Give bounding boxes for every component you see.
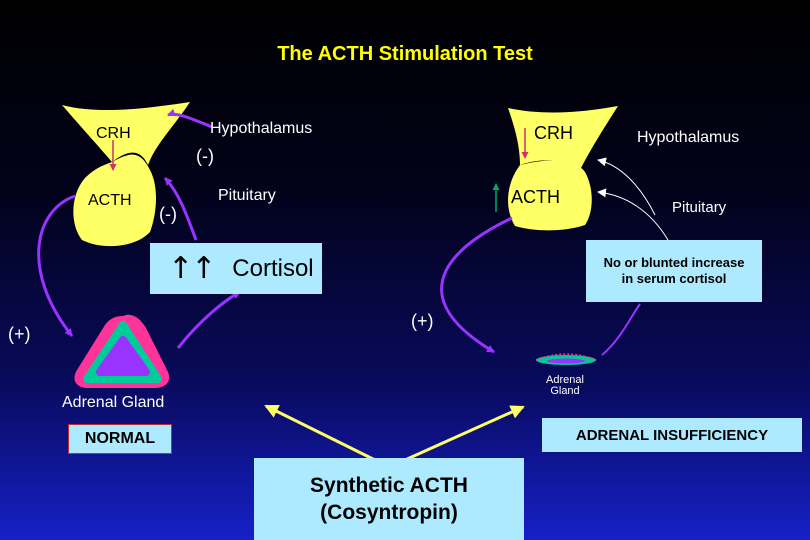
normal-adrenal-inner [96, 336, 150, 376]
cortisol-increase-arrows: ↑↑ [168, 251, 216, 286]
normal-stimulus-label: (+) [8, 324, 31, 344]
insuff-feedback-top-arrow [597, 157, 656, 216]
normal-adrenal-to-cortisol-arrow [176, 290, 241, 349]
insuff-acth-to-adrenal-arrow [440, 216, 513, 354]
normal-label-box: NORMAL [68, 424, 172, 454]
drug-to-normal-arrow [264, 404, 376, 462]
normal-crh-label: CRH [96, 125, 131, 142]
normal-feedback-bottom-label: (-) [159, 204, 177, 224]
insuff-pituitary-shape [508, 160, 592, 231]
normal-pituitary-shape [73, 154, 156, 247]
insuff-response-box: No or blunted increase in serum cortisol [586, 240, 762, 302]
normal-label: NORMAL [84, 430, 156, 447]
normal-feedback-top-label: (-) [196, 146, 214, 166]
insuff-label: ADRENAL INSUFFICIENCY [575, 426, 769, 444]
normal-hypothalamus-shape [62, 102, 190, 165]
insuff-label-box: ADRENAL INSUFFICIENCY [542, 418, 802, 452]
drug-name: Synthetic ACTH [310, 473, 468, 497]
normal-acth-to-adrenal-arrow [37, 194, 76, 337]
insuff-response-label: No or blunted increase in serum cortisol [603, 255, 745, 286]
insuff-adrenal-to-cortisol-arrow [601, 303, 641, 356]
normal-adrenal-gland-label: Adrenal Gland [62, 394, 165, 411]
cortisol-box: ↑↑ Cortisol [150, 243, 322, 294]
insuff-stimulus-label: (+) [411, 311, 434, 331]
normal-hypothalamus-label: Hypothalamus [210, 120, 313, 137]
insuff-adrenal-gland-label: Adrenal Gland [546, 374, 584, 397]
insuff-hypothalamus-label: Hypothalamus [637, 129, 740, 146]
normal-acth-label: ACTH [88, 192, 132, 209]
drug-to-insuff-arrow [404, 405, 525, 462]
diagram-title: The ACTH Stimulation Test [277, 43, 533, 65]
insuff-hypothalamus-shape [508, 106, 618, 170]
normal-cortisol-feedback-top-arrow [167, 108, 213, 129]
drug-generic-name: (Cosyntropin) [320, 501, 458, 524]
cortisol-label: Cortisol [232, 254, 314, 282]
insuff-acth-label: ACTH [511, 187, 560, 207]
insuff-pituitary-label: Pituitary [672, 199, 727, 216]
normal-cortisol-feedback-bottom-arrow [163, 176, 198, 241]
insuff-crh-label: CRH [534, 123, 573, 143]
drug-box: Synthetic ACTH (Cosyntropin) [254, 458, 524, 540]
normal-pituitary-label: Pituitary [218, 187, 276, 204]
insuff-feedback-bottom-arrow [597, 188, 669, 241]
